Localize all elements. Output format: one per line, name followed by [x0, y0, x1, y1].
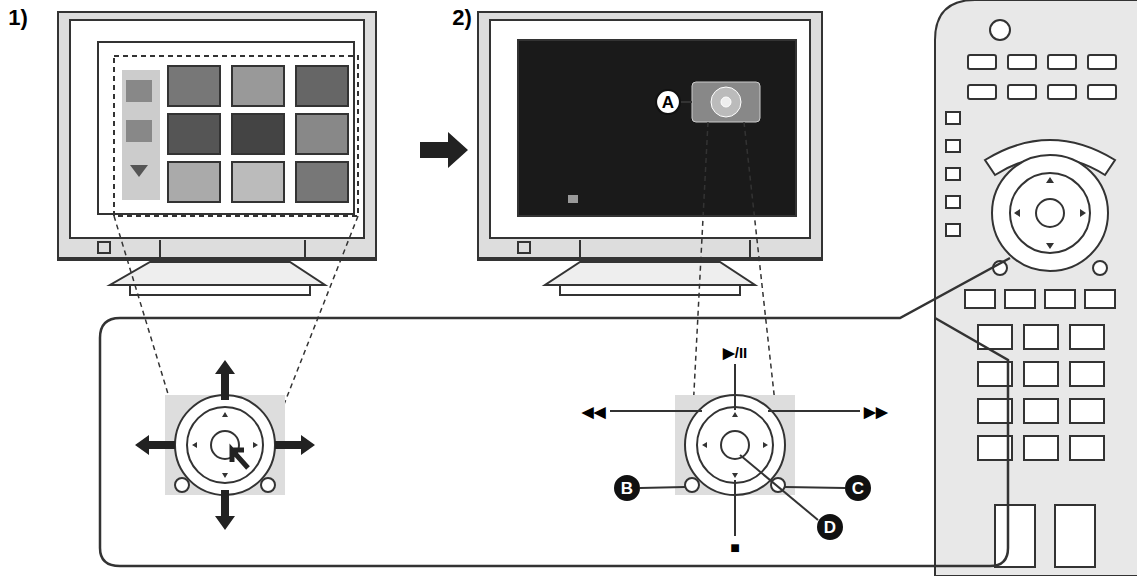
callout-text: B: [621, 480, 633, 497]
button-symbol: ▶▶: [864, 404, 888, 419]
callout-letter: B: [614, 475, 640, 501]
cursor-pad-2: [610, 102, 860, 536]
callout-letter: D: [817, 514, 843, 540]
step-number: 1): [8, 7, 28, 29]
step-number: 2): [452, 7, 472, 29]
callout-text: C: [852, 480, 864, 497]
callout-text: A: [662, 94, 674, 111]
tv-1: [58, 12, 376, 295]
tv-2: [478, 12, 822, 295]
callout-text: D: [824, 519, 836, 536]
button-symbol: ◀◀: [582, 404, 606, 419]
zoom-frame: [100, 258, 1010, 566]
callout-letter: A: [655, 89, 681, 115]
button-symbol: ■: [730, 540, 740, 556]
step-arrow: [420, 132, 468, 168]
remote-control: [935, 0, 1137, 576]
callout-letter: C: [845, 475, 871, 501]
zoom-lines: [114, 122, 778, 440]
cursor-pad-1: [135, 360, 315, 530]
button-symbol: ▶/II: [723, 345, 748, 360]
